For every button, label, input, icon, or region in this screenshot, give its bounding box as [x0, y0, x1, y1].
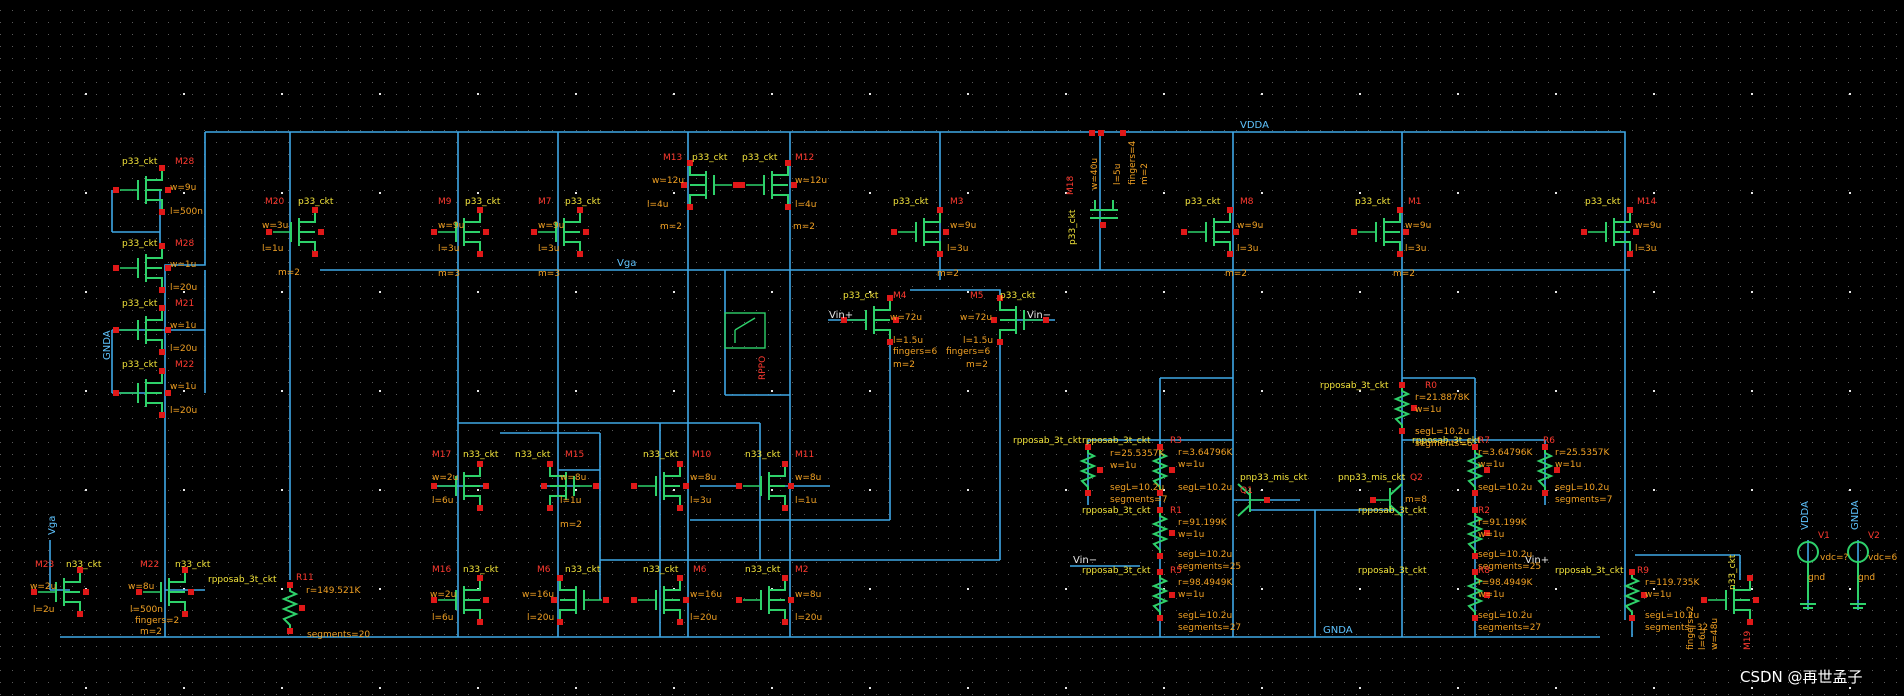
vin-minus-label: Vin−: [1027, 310, 1051, 321]
r6-resistor[interactable]: [1536, 444, 1560, 496]
net-labels: VDDA Vga Vga GNDA GNDA Vin+ Vin− Vin− Vi…: [47, 120, 1875, 636]
m23-nmos[interactable]: [31, 567, 89, 617]
device-symbols: [31, 130, 1759, 634]
vdda-label: VDDA: [1240, 120, 1269, 131]
r11-resistor[interactable]: [281, 582, 305, 634]
wires: [49, 131, 1859, 638]
m10-nmos[interactable]: [631, 461, 689, 511]
wire-left-col: [164, 132, 206, 637]
m1-pmos[interactable]: [1351, 207, 1409, 257]
m4-pmos[interactable]: [841, 295, 899, 345]
m6-nmos[interactable]: [551, 575, 609, 625]
m22-pmos[interactable]: [113, 368, 171, 418]
r8-resistor[interactable]: [1466, 569, 1490, 621]
m3-pmos[interactable]: [891, 207, 949, 257]
gnd1-label: gnd: [1808, 573, 1825, 583]
v2-source-symbol[interactable]: [1847, 541, 1869, 609]
m17-nmos[interactable]: [431, 461, 489, 511]
r1-resistor[interactable]: [1151, 507, 1175, 559]
cell-label: p33_ckt: [122, 157, 158, 167]
vin-plus-label: Vin+: [829, 310, 853, 321]
m13-pmos[interactable]: [681, 160, 739, 210]
m19-nmos[interactable]: [1701, 575, 1759, 625]
gnd2-label: gnd: [1858, 573, 1875, 583]
m7-pmos[interactable]: [531, 207, 589, 257]
r9-resistor[interactable]: [1623, 569, 1647, 621]
csdn-watermark: CSDN @再世孟子: [1740, 668, 1863, 686]
m12-pmos[interactable]: [739, 160, 797, 210]
m9-pmos[interactable]: [431, 207, 489, 257]
m8-pmos[interactable]: [1181, 207, 1239, 257]
vin-plus-2-label: Vin+: [1525, 555, 1549, 566]
m18-pmos[interactable]: [1089, 130, 1126, 228]
v1-source-symbol[interactable]: [1797, 541, 1819, 609]
m2-nmos[interactable]: [736, 575, 794, 625]
m20-pmos[interactable]: [266, 207, 324, 257]
instance-label: M28: [175, 157, 194, 167]
m22b-nmos[interactable]: [136, 567, 194, 617]
m16-nmos[interactable]: [431, 575, 489, 625]
q1-pnp[interactable]: [1237, 483, 1270, 517]
rppo-pin-symbol[interactable]: [724, 312, 766, 349]
r3-resistor[interactable]: [1151, 444, 1175, 496]
r7-resistor[interactable]: [1466, 444, 1490, 496]
r2-resistor[interactable]: [1466, 507, 1490, 559]
m28b-pmos[interactable]: [113, 243, 171, 293]
device-annotations: p33_ckt M28 w=9u l=500n p33_ckt M28 w=1u…: [30, 140, 1898, 650]
m14-pmos[interactable]: [1581, 207, 1639, 257]
vsrc-vdda-label: VDDA: [1800, 501, 1811, 530]
gnda-left-label: GNDA: [102, 330, 113, 360]
r4-resistor[interactable]: [1079, 444, 1103, 496]
m11-nmos[interactable]: [736, 461, 794, 511]
vin-minus-2-label: Vin−: [1073, 555, 1097, 566]
vga-label: Vga: [617, 258, 636, 269]
grid-dots: [0, 10, 1897, 695]
m5-pmos[interactable]: [991, 295, 1049, 345]
m15-nmos[interactable]: [541, 461, 599, 511]
vga-left-label: Vga: [47, 516, 58, 535]
vsrc-gnda-label: GNDA: [1850, 500, 1861, 530]
gnda-bottom-label: GNDA: [1323, 625, 1353, 636]
q2-pnp[interactable]: [1370, 483, 1403, 517]
m21-pmos[interactable]: [113, 305, 171, 355]
m6b-nmos[interactable]: [631, 575, 689, 625]
vdda-rail: [205, 131, 1626, 620]
r0-resistor[interactable]: [1393, 382, 1417, 434]
r5-resistor[interactable]: [1151, 569, 1175, 621]
m28a-pmos[interactable]: [113, 165, 171, 215]
